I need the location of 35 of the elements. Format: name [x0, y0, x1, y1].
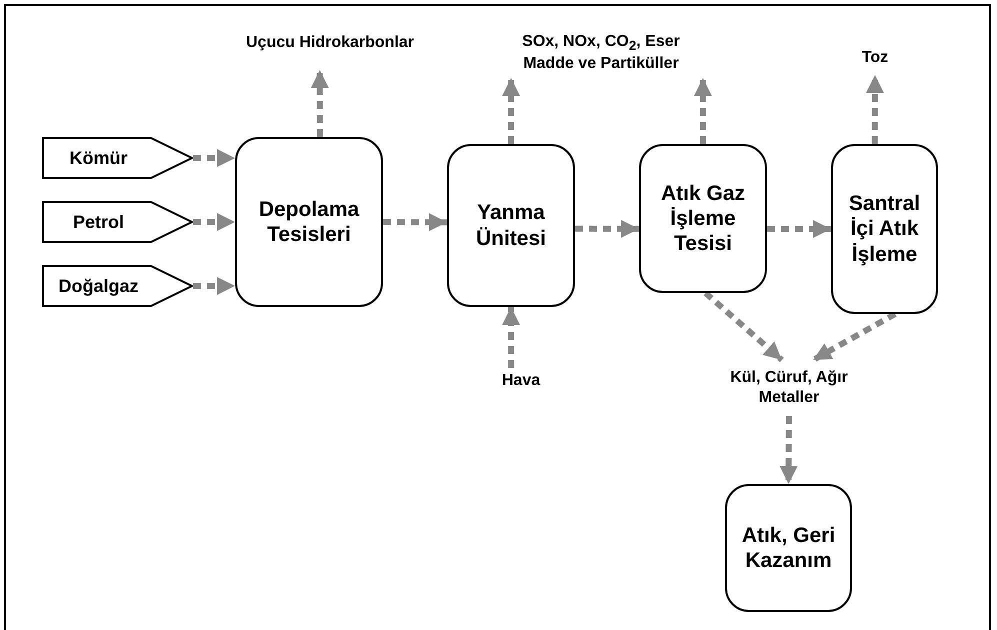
node-label: Yanma Ünitesi [474, 200, 547, 251]
input-arrow-shape [42, 265, 193, 307]
dashed-arrow [866, 74, 884, 144]
node-label: Doğalgaz [58, 276, 138, 296]
dashed-arrow [767, 220, 831, 238]
dashed-arrow [193, 213, 235, 231]
process-box [447, 144, 575, 307]
dashed-arrow [694, 78, 712, 144]
node-label: Depolama Tesisleri [258, 196, 360, 248]
node-label: Kömür [70, 148, 128, 168]
flow-label: Kül, Cüruf, Ağır Metaller [729, 368, 849, 408]
node-label: Atık Gaz İşleme Tesisi [660, 180, 746, 256]
process-box [725, 484, 852, 612]
dashed-arrow [382, 213, 448, 232]
process-box [235, 137, 383, 307]
flow-label: Toz [862, 48, 888, 68]
dashed-arrow [812, 311, 897, 363]
input-arrow-shape [42, 137, 193, 179]
dashed-arrow [574, 220, 640, 238]
flow-label: SOx, NOx, CO$_{2}$, Eser Madde ve Partiküller [521, 32, 681, 74]
input-arrow-shape [42, 201, 193, 243]
process-box [831, 144, 938, 314]
node-label: Atık, Geri Kazanım [740, 522, 836, 574]
dashed-arrow [780, 416, 798, 484]
dashed-arrow [502, 307, 520, 368]
node-label: Petrol [72, 212, 124, 232]
dashed-arrow [192, 276, 236, 295]
flow-label: Uçucu Hidrokarbonlar [246, 33, 414, 53]
dashed-arrow [192, 149, 236, 168]
node-label: Santral İçi Atık İşleme [848, 191, 922, 267]
process-box [639, 144, 767, 293]
dashed-arrow [502, 78, 520, 144]
dashed-arrow [310, 70, 329, 137]
dashed-arrow [704, 290, 784, 362]
flow-label: Hava [502, 371, 540, 391]
